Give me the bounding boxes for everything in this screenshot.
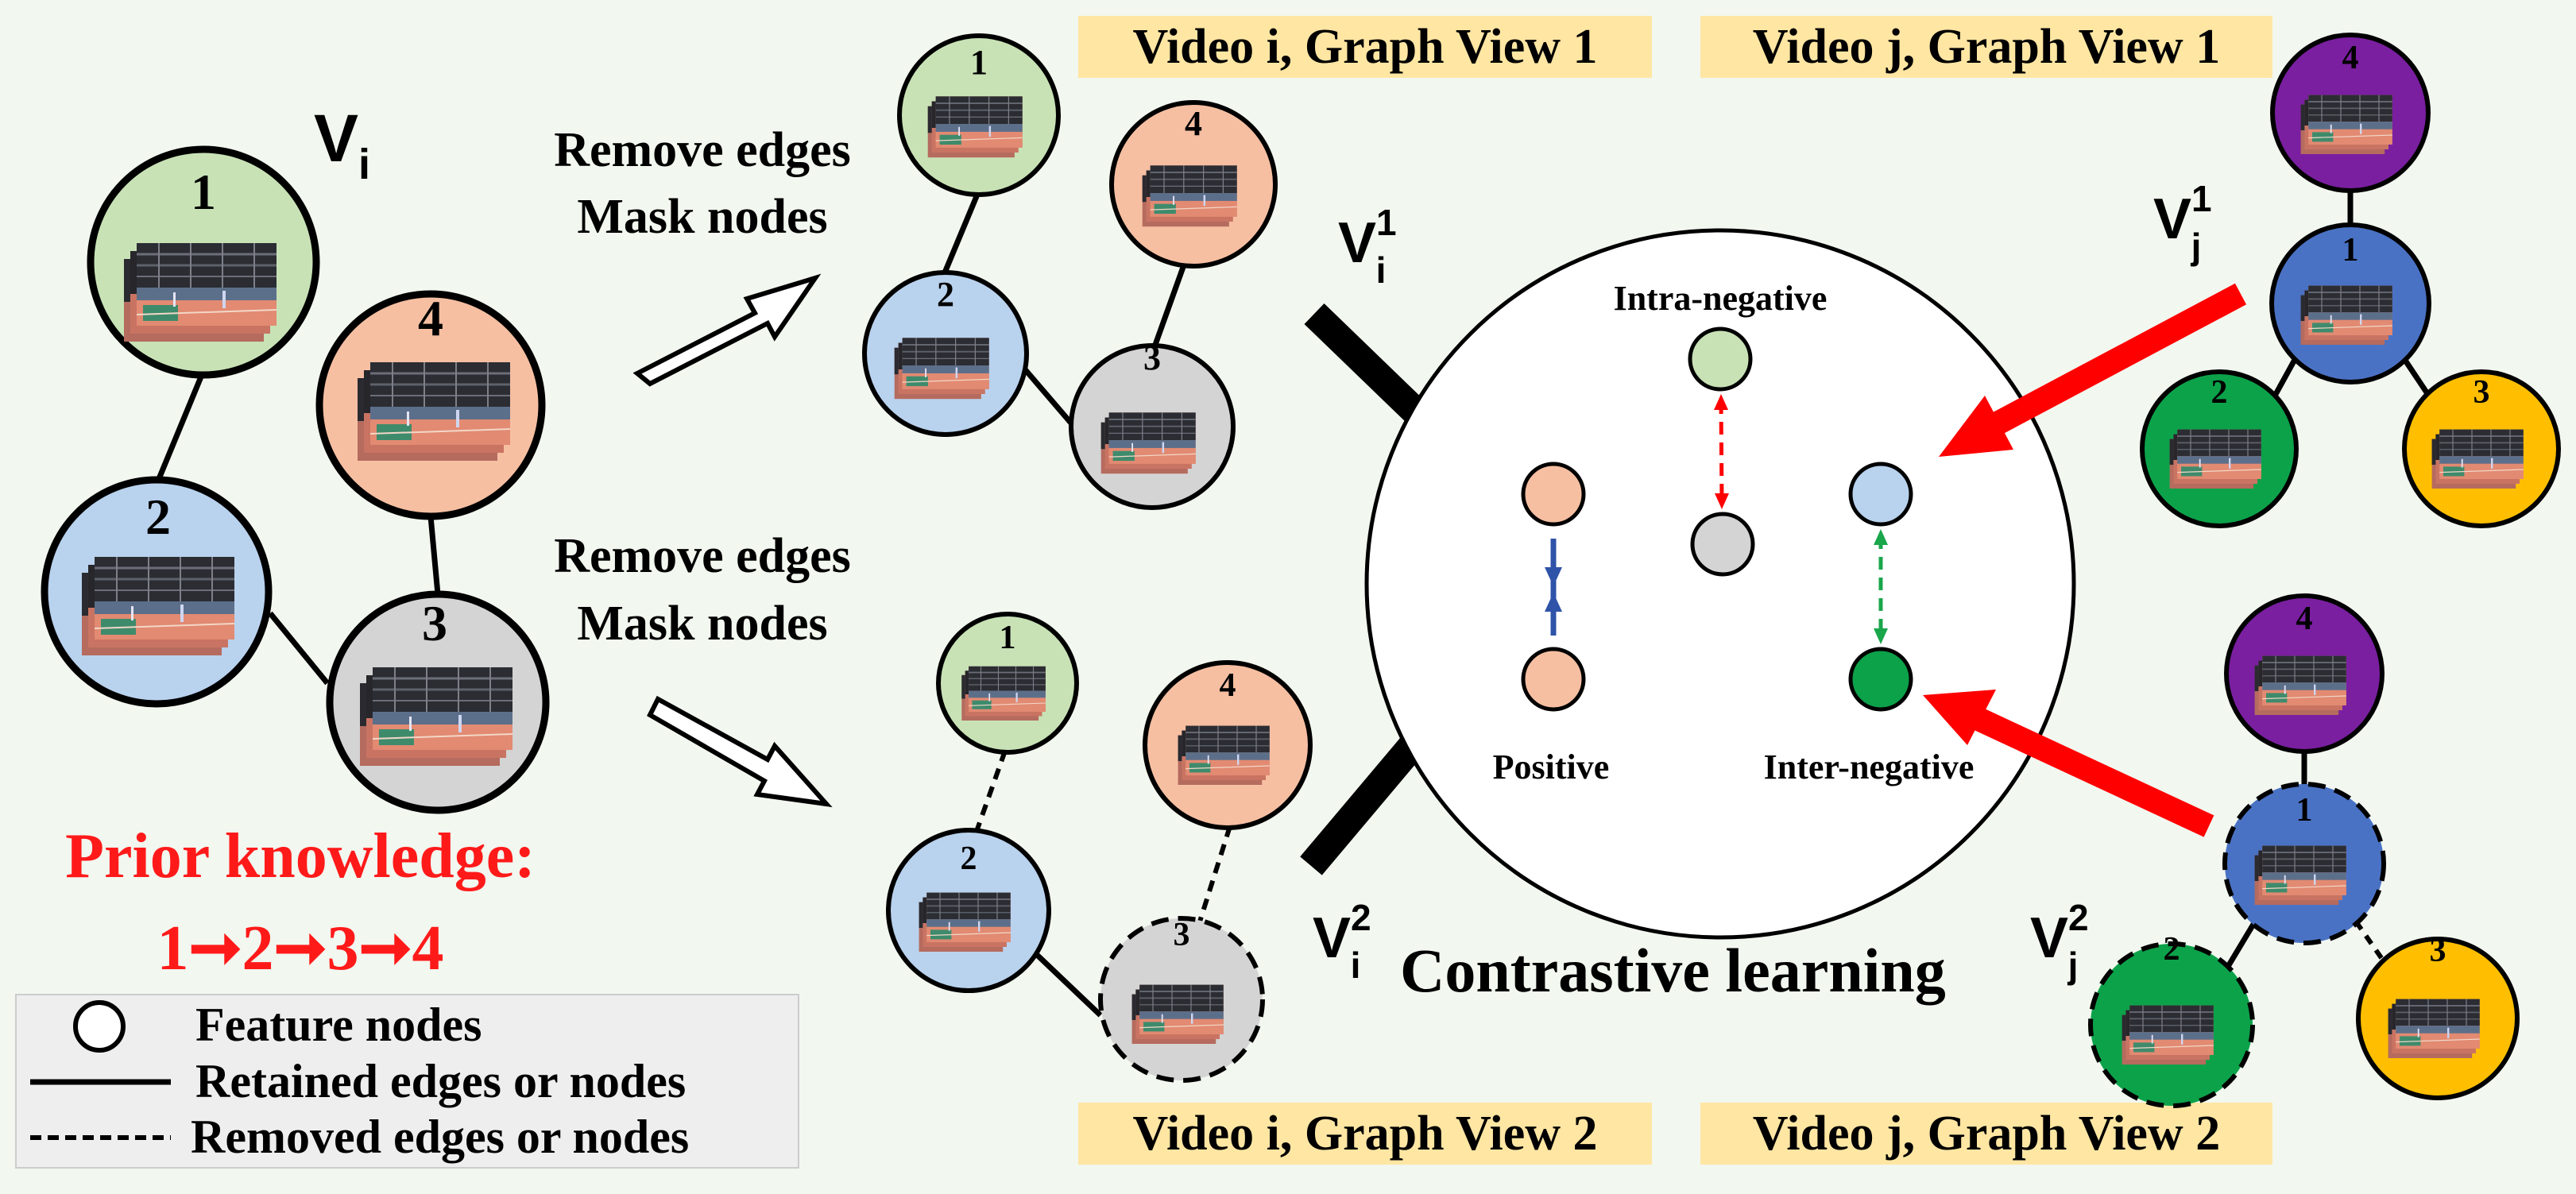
vi1-node-4: 4: [1109, 100, 1278, 269]
vj2-node-4: 4: [2224, 593, 2385, 754]
augment-bottom-arrow: [647, 695, 833, 808]
svg-text:4: 4: [2296, 601, 2313, 637]
tag-vi-view2: Video i, Graph View 2: [1078, 1103, 1652, 1165]
contrastive-panel: Intra-negative Positive Inter-negative C…: [1364, 228, 2076, 1005]
tag-vi-view1: Video i, Graph View 1: [1078, 16, 1652, 78]
augment-top: Remove edges Mask nodes: [554, 123, 851, 387]
main-node-2-label: 2: [145, 489, 171, 545]
svg-text:2: 2: [937, 275, 954, 314]
svg-text:1: 1: [2342, 232, 2359, 269]
vi2-node-2: 2: [886, 828, 1051, 993]
intra-link: [1719, 400, 1724, 503]
vj2-node-3: 3: [2356, 933, 2520, 1100]
vi2-node-3: 3: [1098, 916, 1265, 1083]
legend: Feature nodes Retained edges or nodes Re…: [15, 994, 799, 1169]
vi1-node-3: 3: [1069, 338, 1236, 510]
edge-2-3: [268, 611, 330, 686]
main-node-3-label: 3: [422, 595, 447, 651]
main-node-4: 4: [315, 290, 546, 520]
arrow-vj2-to-inter: [1923, 690, 2214, 837]
arrow-vj1-to-inter: [1939, 283, 2247, 457]
svg-text:2: 2: [2164, 931, 2180, 968]
svg-text:3: 3: [2430, 933, 2446, 969]
contrastive-circle: [1364, 228, 2076, 940]
tag-vj-view1: Video j, Graph View 1: [1700, 16, 2272, 78]
main-node-1: 1: [87, 145, 320, 379]
augment-top-line2: Mask nodes: [577, 190, 827, 244]
prior-title: Prior knowledge:: [65, 821, 536, 891]
graph-vj-view2: 4 1 2 3: [2088, 593, 2520, 1108]
edge-1-2: [153, 369, 207, 486]
main-graph: 1 2 3 4 Vi: [41, 101, 550, 814]
intra-negative-label: Intra-negative: [1614, 279, 1828, 318]
vj1-node-3: 3: [2402, 369, 2561, 528]
svg-text:1: 1: [1000, 620, 1016, 656]
intra-node-top: [1688, 327, 1753, 392]
legend-removed: Removed edges or nodes: [191, 1111, 689, 1163]
svg-text:3: 3: [1174, 917, 1190, 953]
legend-feature-nodes: Feature nodes: [195, 999, 482, 1051]
contrastive-title: Contrastive learning: [1400, 936, 1946, 1005]
svg-text:1: 1: [2296, 792, 2313, 829]
main-node-4-label: 4: [418, 290, 443, 346]
vi1-node-1: 1: [897, 33, 1061, 197]
vi1-node-2: 2: [862, 270, 1029, 437]
graph-vi-view2: 1 2 3 4: [886, 612, 1313, 1083]
svg-text:Video j, Graph View 1: Video j, Graph View 1: [1753, 20, 2220, 74]
augment-top-line1: Remove edges: [554, 123, 851, 177]
svg-text:Video j, Graph View 2: Video j, Graph View 2: [1753, 1107, 2220, 1161]
svg-text:4: 4: [1220, 667, 1236, 704]
inter-node-top: [1848, 462, 1913, 527]
augment-top-arrow: [632, 273, 822, 387]
svg-text:2: 2: [2211, 374, 2228, 411]
vj1-node-4: 4: [2270, 33, 2431, 193]
svg-text:2: 2: [961, 840, 977, 877]
svg-text:Video i, Graph View 1: Video i, Graph View 1: [1132, 20, 1597, 74]
vj1-node-2: 2: [2140, 369, 2299, 528]
intra-node-bottom: [1690, 512, 1755, 577]
vj2-node-2: 2: [2088, 931, 2255, 1108]
svg-text:3: 3: [2474, 374, 2490, 411]
legend-node-icon: [73, 1000, 126, 1053]
vi-label: Vi: [314, 101, 370, 188]
positive-label: Positive: [1493, 748, 1610, 786]
svg-text:Video i, Graph View 2: Video i, Graph View 2: [1132, 1107, 1597, 1161]
legend-retained: Retained edges or nodes: [195, 1055, 686, 1107]
main-node-2: 2: [41, 476, 273, 708]
augment-bottom-line1: Remove edges: [554, 529, 851, 583]
edge-3-4: [427, 516, 441, 595]
vi2-node-4: 4: [1143, 660, 1313, 830]
inter-negative-label: Inter-negative: [1764, 748, 1975, 786]
svg-text:1: 1: [970, 43, 988, 82]
augment-bottom: Remove edges Mask nodes: [554, 529, 851, 808]
svg-text:4: 4: [1185, 104, 1202, 143]
graph-vj-view1: 4 1 2 3: [2140, 33, 2561, 528]
svg-text:3: 3: [1143, 338, 1161, 377]
svg-text:4: 4: [2342, 40, 2359, 76]
prior-sequence: 1➞2➞3➞4: [157, 914, 443, 983]
vj2-node-1: 1: [2222, 782, 2386, 945]
main-node-3: 3: [326, 590, 550, 814]
tag-vj-view2: Video j, Graph View 2: [1700, 1103, 2272, 1165]
augment-bottom-line2: Mask nodes: [577, 597, 827, 651]
vi2-node-1: 1: [936, 612, 1079, 755]
positive-node-bottom: [1521, 647, 1586, 712]
main-node-1-label: 1: [191, 164, 216, 220]
vj1-node-1: 1: [2269, 222, 2431, 384]
prior-knowledge: Prior knowledge: 1➞2➞3➞4: [65, 821, 536, 983]
inter-node-bottom: [1848, 647, 1913, 712]
positive-node-top: [1521, 462, 1586, 527]
graph-vi-view1: 1 2 3 4: [862, 33, 1278, 510]
